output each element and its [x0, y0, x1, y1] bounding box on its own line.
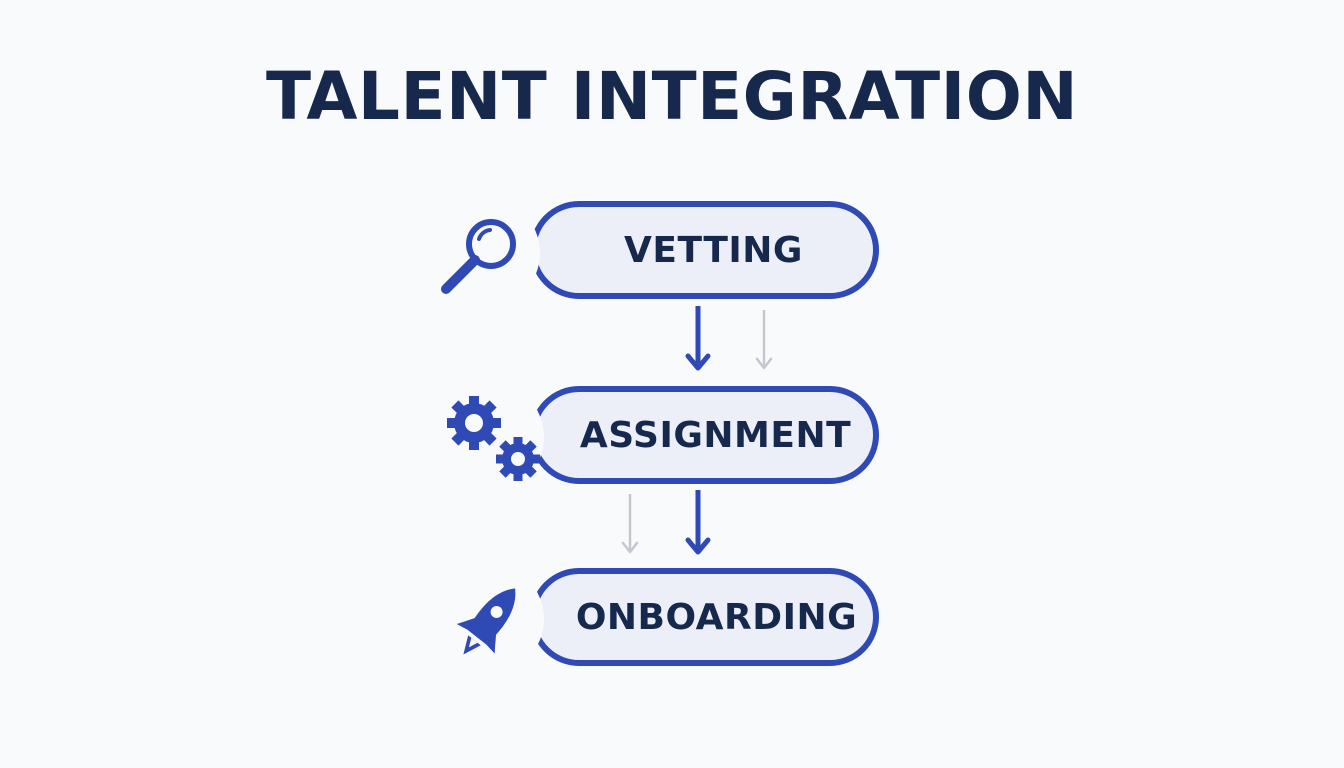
step-onboarding: ONBOARDING	[530, 568, 879, 666]
rocket-icon	[432, 563, 544, 675]
arrow-secondary-upper	[755, 310, 773, 370]
step-vetting: VETTING	[530, 201, 879, 299]
step-label: ASSIGNMENT	[579, 414, 852, 456]
arrow-assignment-to-onboarding	[685, 490, 711, 555]
gears-icon	[432, 381, 544, 493]
step-label: VETTING	[624, 229, 803, 271]
arrow-secondary-lower	[621, 494, 639, 554]
step-assignment: ASSIGNMENT	[530, 386, 879, 484]
step-label: ONBOARDING	[575, 596, 858, 638]
diagram-title: TALENT INTEGRATION	[265, 58, 1079, 135]
magnifying-glass-icon	[428, 197, 540, 309]
arrow-vetting-to-assignment	[685, 306, 711, 371]
